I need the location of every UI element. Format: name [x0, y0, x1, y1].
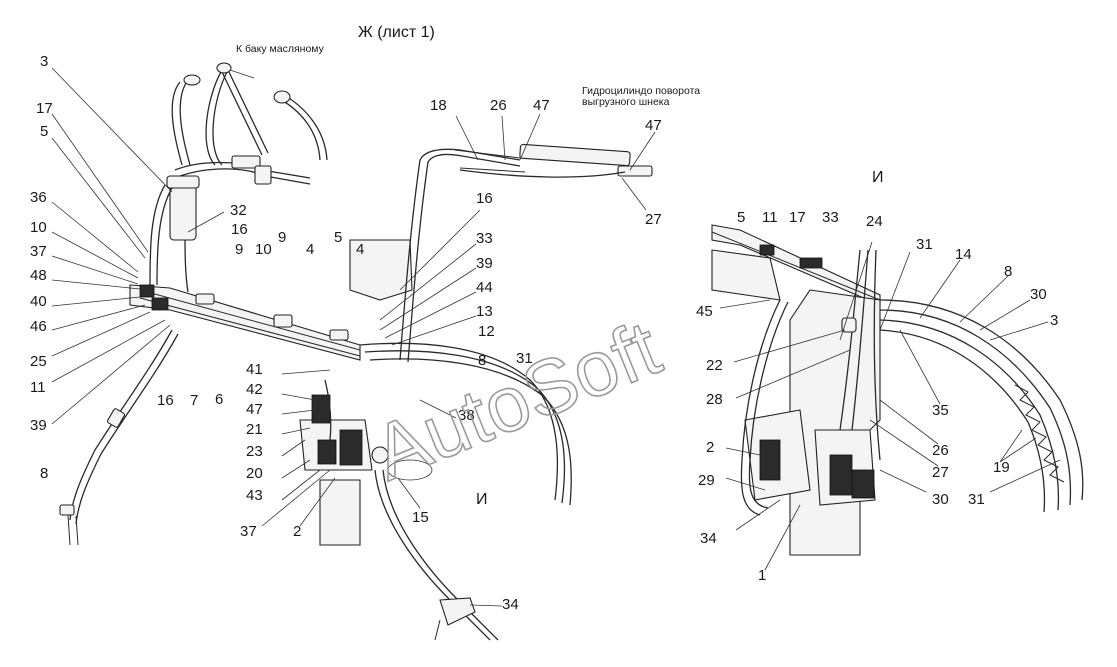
callout: 25 — [30, 353, 47, 370]
callout: 43 — [246, 487, 263, 504]
callout: 17 — [36, 100, 53, 117]
callouts-right: 5 11 17 33 24 31 14 8 30 3 45 22 28 2 29… — [696, 209, 1058, 584]
callout: 24 — [866, 213, 883, 230]
callout: 27 — [645, 211, 662, 228]
callout: 30 — [1030, 286, 1047, 303]
left-assembly — [59, 62, 653, 641]
view-label-i-reference: И — [476, 491, 488, 508]
callout: 15 — [412, 509, 429, 526]
callout: 47 — [645, 117, 662, 134]
callout: 33 — [822, 209, 839, 226]
callout: 6 — [215, 391, 223, 408]
callout: 10 — [30, 219, 47, 236]
callout: 31 — [968, 491, 985, 508]
callout: 47 — [533, 97, 550, 114]
watermark: AutoSoft — [361, 303, 672, 497]
leader-lines — [51, 67, 1061, 607]
callout: 4 — [356, 241, 364, 258]
callout: 39 — [476, 255, 493, 272]
callout: 33 — [476, 230, 493, 247]
callout: 29 — [698, 472, 715, 489]
callout: 37 — [30, 243, 47, 260]
note-to-oil-tank: К баку масляному — [236, 43, 325, 55]
callout: 5 — [737, 209, 745, 226]
callout: 44 — [476, 279, 493, 296]
callout: 14 — [955, 246, 972, 263]
callout: 18 — [430, 97, 447, 114]
callout: 39 — [30, 417, 47, 434]
right-assembly — [711, 224, 1084, 556]
callout: 34 — [700, 530, 717, 547]
callout: 47 — [246, 401, 263, 418]
callout: 2 — [293, 523, 301, 540]
callout: 41 — [246, 361, 263, 378]
callout: 9 — [278, 229, 286, 246]
callout: 16 — [157, 392, 174, 409]
callout: 34 — [502, 596, 519, 613]
callout: 48 — [30, 267, 47, 284]
callout: 36 — [30, 189, 47, 206]
callout: 16 — [476, 190, 493, 207]
note-cylinder-line-2: выгрузного шнека — [582, 96, 670, 108]
callout: 8 — [40, 465, 48, 482]
callout: 11 — [30, 379, 46, 396]
callout: 30 — [932, 491, 949, 508]
callout: 1 — [758, 567, 766, 584]
callout: 5 — [40, 123, 48, 140]
callout: 17 — [789, 209, 806, 226]
callout: 46 — [30, 318, 47, 335]
callout: 8 — [1004, 263, 1012, 280]
callout: 13 — [476, 303, 493, 320]
sheet-title: Ж (лист 1) — [358, 24, 435, 41]
callout: 28 — [706, 391, 723, 408]
callout: 16 — [231, 221, 248, 238]
callout: 38 — [458, 407, 475, 424]
callout: 11 — [762, 209, 778, 226]
callout: 3 — [40, 53, 48, 70]
callout: 22 — [706, 357, 723, 374]
callout: 9 — [235, 241, 243, 258]
note-cylinder-line-1: Гидроцилиндо поворота — [582, 85, 700, 97]
callout: 45 — [696, 303, 713, 320]
callout: 27 — [932, 464, 949, 481]
callout: 10 — [255, 241, 272, 258]
callout: 42 — [246, 381, 263, 398]
callout: 35 — [932, 402, 949, 419]
callout: 19 — [993, 459, 1010, 476]
callout: 2 — [706, 439, 714, 456]
callout: 12 — [478, 323, 495, 340]
callout: 31 — [916, 236, 933, 253]
callout: 26 — [490, 97, 507, 114]
callout: 31 — [516, 350, 533, 367]
callout: 40 — [30, 293, 47, 310]
callout: 26 — [932, 442, 949, 459]
view-label-i: И — [872, 169, 884, 186]
callout: 5 — [334, 229, 342, 246]
callout: 20 — [246, 465, 263, 482]
callouts-left: 3 17 5 36 10 37 48 40 46 25 11 39 8 16 7… — [30, 53, 662, 613]
callout: 7 — [190, 392, 198, 409]
callout: 32 — [230, 202, 247, 219]
callout: 8 — [478, 352, 486, 369]
callout: 23 — [246, 443, 263, 460]
callout: 37 — [240, 523, 257, 540]
callout: 3 — [1050, 312, 1058, 329]
callout: 4 — [306, 241, 314, 258]
callout: 21 — [246, 421, 263, 438]
